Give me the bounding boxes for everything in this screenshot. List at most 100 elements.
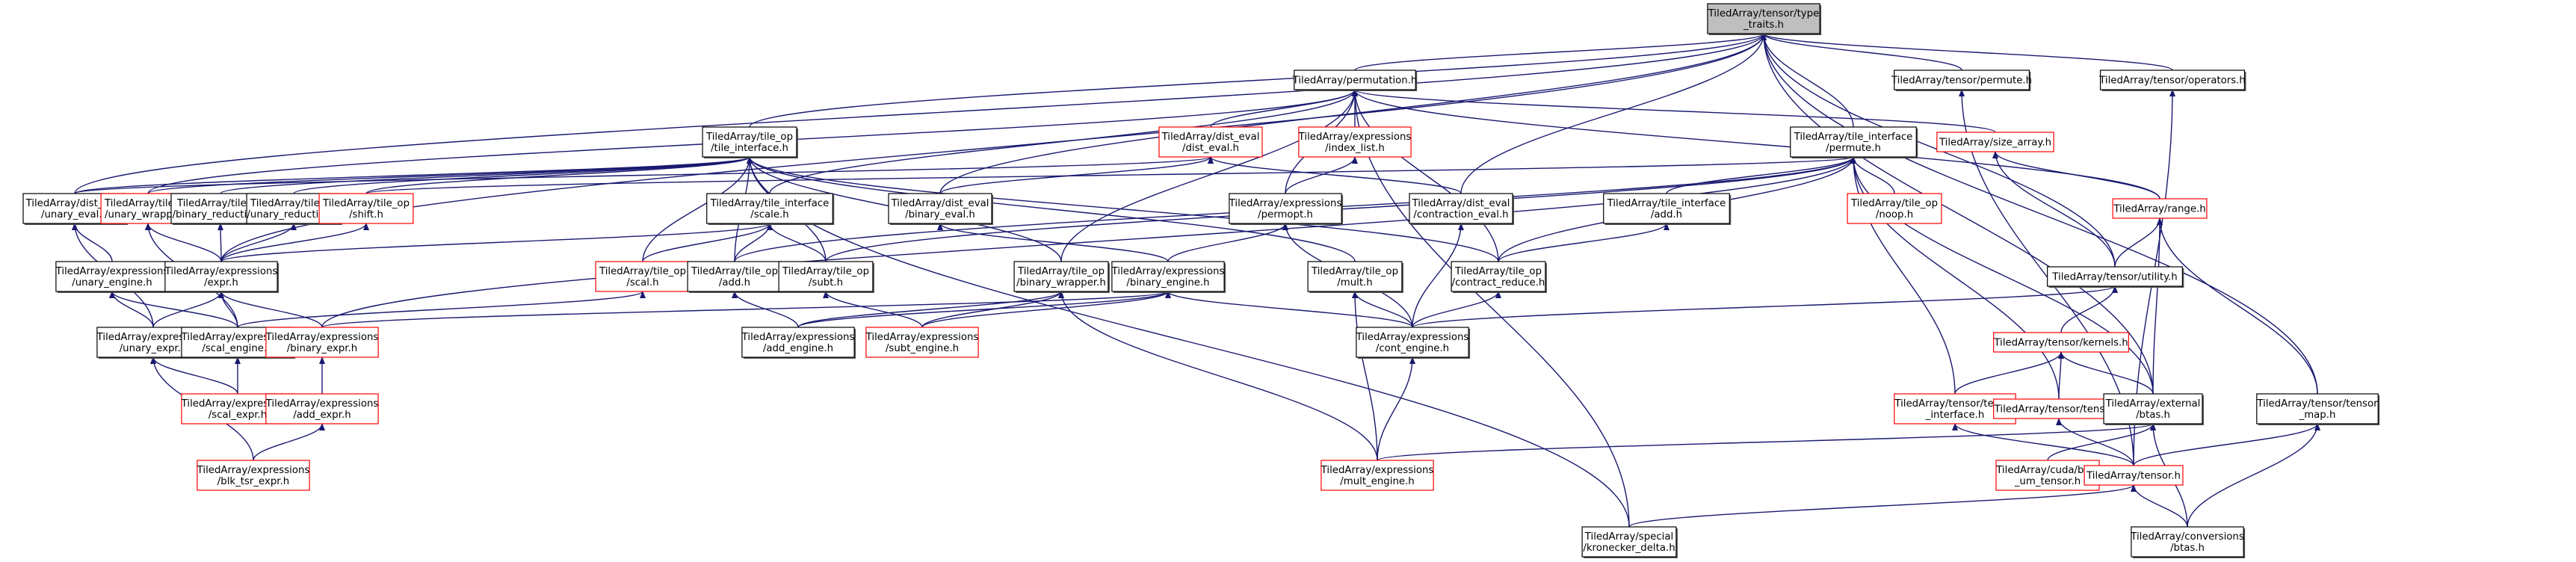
node-box[interactable] <box>1847 193 1942 224</box>
node-permopt[interactable]: TiledArray/expressions/permopt.h <box>1229 193 1344 225</box>
node-tensor_permute[interactable]: TiledArray/tensor/permute.h <box>1891 70 2032 91</box>
node-box[interactable] <box>1409 193 1513 224</box>
node-shift[interactable]: TiledArray/tile_op/shift.h <box>318 193 414 224</box>
node-box[interactable] <box>1158 126 1263 158</box>
node-op_mult[interactable]: TiledArray/tile_op/mult.h <box>1307 261 1403 293</box>
node-box[interactable] <box>2256 393 2379 424</box>
node-box[interactable] <box>197 460 310 491</box>
node-tensor_map[interactable]: TiledArray/tensor/tensor_map.h <box>2256 393 2380 425</box>
node-conversions_btas[interactable]: TiledArray/conversions/btas.h <box>2130 526 2246 558</box>
node-box[interactable] <box>2131 526 2244 558</box>
node-ti_add[interactable]: TiledArray/tile_interface/add.h <box>1603 193 1732 225</box>
node-box[interactable] <box>2112 198 2208 219</box>
edge-tensor_tensor-to-kernels <box>2057 351 2064 400</box>
node-kronecker[interactable]: TiledArray/special/kronecker_delta.h <box>1581 526 1678 558</box>
node-box[interactable] <box>1013 261 1109 292</box>
node-box[interactable] <box>1936 132 2054 152</box>
node-tensor_utility[interactable]: TiledArray/tensor/utility.h <box>2047 266 2184 288</box>
node-scal[interactable]: TiledArray/tile_op/scal.h <box>595 261 691 292</box>
node-box[interactable] <box>702 126 797 158</box>
node-add_engine[interactable]: TiledArray/expressions/add_engine.h <box>741 327 856 359</box>
node-box[interactable] <box>265 327 379 358</box>
node-tensor_tensor[interactable]: TiledArray/tensor/tensor.h <box>1993 398 2125 419</box>
node-box[interactable] <box>55 261 169 292</box>
node-blk_tsr_expr[interactable]: TiledArray/expressions/blk_tsr_expr.h <box>197 460 310 491</box>
node-box[interactable] <box>2103 393 2203 424</box>
node-subt_engine[interactable]: TiledArray/expressions/subt_engine.h <box>865 327 979 358</box>
node-box[interactable] <box>1707 3 1820 34</box>
node-tile_interface[interactable]: TiledArray/tile_op/tile_interface.h <box>702 126 798 158</box>
node-box[interactable] <box>1995 460 2100 491</box>
node-box[interactable] <box>2047 266 2183 287</box>
node-contract_reduce[interactable]: TiledArray/tile_op/contract_reduce.h <box>1451 261 1547 293</box>
node-mult_engine[interactable]: TiledArray/expressions/mult_engine.h <box>1321 460 1434 491</box>
node-dist_eval[interactable]: TiledArray/dist_eval/dist_eval.h <box>1158 126 1263 158</box>
node-label: TiledArray/expressions <box>1111 266 1225 277</box>
node-unary_expr[interactable]: TiledArray/expressions/unary_expr.h <box>96 327 211 359</box>
node-op_subt[interactable]: TiledArray/tile_op/subt.h <box>778 261 874 293</box>
node-box[interactable] <box>1993 398 2125 419</box>
node-box[interactable] <box>865 327 979 358</box>
node-box[interactable] <box>1111 261 1225 292</box>
node-cuda_btas[interactable]: TiledArray/cuda/btas_um_tensor.h <box>1995 460 2100 491</box>
node-tensor_h[interactable]: TiledArray/tensor.h <box>2084 465 2184 486</box>
edge-unary_reduction-to-tile_interface <box>293 156 753 194</box>
node-op_add[interactable]: TiledArray/tile_op/add.h <box>687 261 783 293</box>
edge-tensor_operators-to-type_traits <box>1761 33 2173 71</box>
node-label: /scal_engine.h <box>202 343 273 354</box>
node-add_expr[interactable]: TiledArray/expressions/add_expr.h <box>265 393 379 424</box>
node-index_list[interactable]: TiledArray/expressions/index_list.h <box>1298 126 1412 158</box>
node-box[interactable] <box>1307 261 1403 292</box>
node-box[interactable] <box>1603 193 1730 224</box>
node-label: TiledArray/dist_eval <box>25 198 124 209</box>
node-box[interactable] <box>164 261 278 292</box>
node-ti_permute[interactable]: TiledArray/tile_interface/permute.h <box>1790 126 1918 158</box>
node-box[interactable] <box>1993 332 2129 353</box>
node-binary_engine[interactable]: TiledArray/expressions/binary_engine.h <box>1111 261 1226 293</box>
node-box[interactable] <box>1581 526 1677 558</box>
node-kernels[interactable]: TiledArray/tensor/kernels.h <box>1993 332 2129 353</box>
node-box[interactable] <box>741 327 855 358</box>
node-box[interactable] <box>706 193 833 224</box>
node-type_traits[interactable]: TiledArray/tensor/type_traits.h <box>1707 3 1822 35</box>
node-box[interactable] <box>1321 460 1434 491</box>
node-box[interactable] <box>2084 465 2184 486</box>
node-cont_engine[interactable]: TiledArray/expressions/cont_engine.h <box>1356 327 1471 359</box>
node-noop[interactable]: TiledArray/tile_op/noop.h <box>1847 193 1942 224</box>
node-label: TiledArray/expressions <box>1298 132 1412 143</box>
node-scal_expr[interactable]: TiledArray/expressions/scal_expr.h <box>181 393 294 424</box>
node-label: /unary_reduction.h <box>247 209 340 220</box>
node-contraction_eval[interactable]: TiledArray/dist_eval/contraction_eval.h <box>1409 193 1514 225</box>
node-external_btas[interactable]: TiledArray/external/btas.h <box>2103 393 2204 425</box>
edge-contraction_eval-to-dist_eval <box>1208 156 1462 194</box>
node-expr[interactable]: TiledArray/expressions/expr.h <box>164 261 279 293</box>
node-tensor_operators[interactable]: TiledArray/tensor/operators.h <box>2098 70 2246 91</box>
node-box[interactable] <box>265 393 379 424</box>
node-box[interactable] <box>1229 193 1342 224</box>
edge-scal-to-tile_interface <box>642 156 753 262</box>
node-range[interactable]: TiledArray/range.h <box>2112 198 2208 219</box>
node-unary_wrapper[interactable]: TiledArray/tile_op/unary_wrapper.h <box>100 193 196 224</box>
node-unary_engine[interactable]: TiledArray/expressions/unary_engine.h <box>55 261 170 293</box>
node-label: TiledArray/tensor/kernels.h <box>1993 338 2128 349</box>
node-scale[interactable]: TiledArray/tile_interface/scale.h <box>706 193 835 225</box>
node-box[interactable] <box>888 193 992 224</box>
node-box[interactable] <box>1451 261 1546 292</box>
node-box[interactable] <box>2099 70 2246 90</box>
node-label: TiledArray/tensor/utility.h <box>2051 272 2177 283</box>
node-permutation[interactable]: TiledArray/permutation.h <box>1292 70 1418 91</box>
node-box[interactable] <box>1790 126 1917 158</box>
node-binary_wrapper[interactable]: TiledArray/tile_op/binary_wrapper.h <box>1013 261 1110 293</box>
node-size_array[interactable]: TiledArray/size_array.h <box>1936 132 2054 152</box>
node-box[interactable] <box>318 193 414 224</box>
node-box[interactable] <box>1356 327 1469 358</box>
node-box[interactable] <box>1894 70 2030 90</box>
edge-tensor_utility-to-size_array <box>1992 151 2116 268</box>
node-box[interactable] <box>778 261 874 292</box>
node-binary_eval[interactable]: TiledArray/dist_eval/binary_eval.h <box>888 193 993 225</box>
node-box[interactable] <box>1298 126 1412 158</box>
node-box[interactable] <box>1294 70 1416 90</box>
node-label: /unary_eval.h <box>41 209 108 220</box>
node-binary_expr[interactable]: TiledArray/expressions/binary_expr.h <box>265 327 379 358</box>
edge-scale-to-permutation <box>769 89 1358 194</box>
